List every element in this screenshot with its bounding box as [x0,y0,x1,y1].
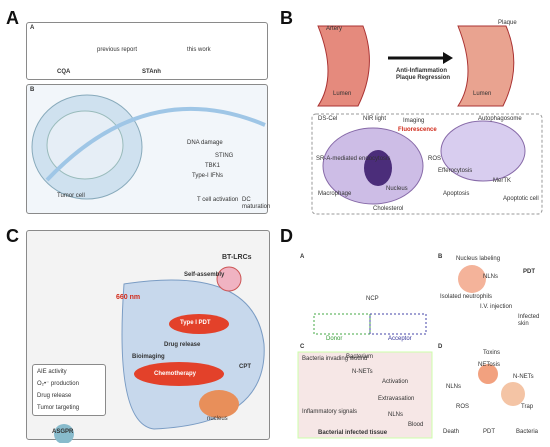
c-asgpr: ASGPR [52,429,74,435]
a-mol1: CQA [57,69,71,75]
c-feature-2: Drug release [37,393,72,399]
b-arrow: Anti-Inflammation Plaque Regression [396,68,451,81]
a-label-4: STING [215,153,234,159]
d-sub-d: D [438,344,443,350]
b-label-1: NIR light [363,116,387,122]
c-feature-1: O₂•⁻ production [37,381,79,387]
d-b-4: PDT [523,269,535,275]
d-d-3: N-NETs [513,374,534,380]
d-c-4: Extravasation [378,396,415,402]
panel-c-letter: C [6,226,19,246]
panel-c: C BT-LRCs Self-assembly 660 nm Type I PD… [4,224,272,443]
d-b-1: NLNs [483,274,499,280]
a-label-1: T cell activation [197,197,239,203]
d-sub-a: A [300,254,305,260]
b-label-5: SR-A-mediated endocytosis [316,156,391,162]
b-label-7: Efferocytosis [438,168,473,174]
b-label-2: Imaging [403,118,425,124]
d-art [297,265,525,439]
a-sub-b: B [30,87,35,93]
d-acceptor: Acceptor [388,336,412,342]
panel-b: B Artery Lumen Lumen Plaque Anti-Inflamm… [278,6,546,218]
b-label-11: Apoptotic cell [503,196,539,202]
c-nm: 660 nm [116,294,141,301]
b-label-8: Macrophage [318,191,352,197]
c-nucleus: nucleus [207,416,228,422]
d-b-0: Nucleus labeling [456,256,501,262]
c-features: AIE activity O₂•⁻ production Drug releas… [32,364,106,416]
a-arrow1: previous report [97,47,138,53]
d-c-0: Bacterium [346,354,374,360]
panel-b-letter: B [280,8,293,28]
c-feature-3: Tumor targeting [37,405,80,411]
a-label-0: Tumor cell [57,193,85,199]
a-mol2: STAnh [142,69,161,75]
d-b-3: I.V. injection [480,304,513,310]
d-sub-c: C [300,344,305,350]
c-drug: Drug release [164,342,201,348]
b-label-6: ROS [428,156,442,162]
c-brand: BT-LRCs [222,254,252,261]
a-sub-a: A [30,25,35,31]
b-lumen2: Lumen [473,91,492,97]
a-label-6: DNA damage [187,140,223,146]
d-d-4: Trap [521,404,534,410]
panel-a-letter: A [6,8,19,28]
panel-d: D A B C D NCP Donor Acceptor Nucleus lab… [278,224,546,443]
c-cpt: CPT [239,364,251,370]
b-label-3: Fluorescence [398,127,437,133]
d-donor: Donor [326,336,343,342]
a-label-5: TBK1 [205,163,221,169]
d-c-3: Activation [382,379,409,385]
panel-a-bottom: B Tumor cell T cell activation DC matura… [26,84,271,214]
d-d-7: PDT [483,429,495,435]
c-assembly: Self-assembly [184,272,225,278]
d-d-1: NETosis [478,362,501,368]
d-d-0: Toxins [483,350,501,356]
d-c-5: NLNs [388,412,404,418]
b-art [311,25,543,215]
d-ncp: NCP [366,296,379,302]
b-label-0: DS-Cel [318,116,338,122]
b-plaque: Plaque [498,20,517,26]
b-label-4: Autophagosome [478,116,522,122]
d-d-6: Death [443,429,460,435]
d-c-2: N-NETs [352,369,373,375]
c-chemo: Chemotherapy [154,371,197,377]
d-b-2: Isolated neutrophils [440,294,493,300]
d-c-7: Blood [408,422,424,428]
b-lumen1: Lumen [333,91,352,97]
b-label-12: Cholesterol [373,206,404,212]
d-c-6: Inflammatory signals [302,409,358,415]
d-d-5: ROS [456,404,470,410]
panel-a: A A CQA STAnh previous report this work … [4,6,272,218]
panel-a-top: A CQA STAnh previous report this work [26,22,268,80]
d-c-8: Bacterial infected tissue [318,430,388,436]
panel-d-letter: D [280,226,293,246]
d-d-8: Bacteria [516,429,539,435]
a-cell-art [31,94,266,200]
b-label-9: Nucleus [386,186,408,192]
b-label-13: MerTK [493,178,511,184]
a-label-2: DC maturation [242,197,271,210]
b-artery: Artery [326,26,343,32]
b-label-10: Apoptosis [443,191,470,197]
a-label-3: Type-I IFNs [192,173,224,179]
d-b-5: Infected skin [518,314,540,327]
c-bio: Bioimaging [132,354,165,360]
c-pdt: Type I PDT [180,320,211,326]
c-feature-0: AIE activity [37,369,67,375]
d-c-1: Bacteria invading wound [302,356,368,362]
d-sub-b: B [438,254,443,260]
c-art [54,266,265,443]
a-arrow2: this work [187,47,211,53]
d-d-2: NLNs [446,384,462,390]
